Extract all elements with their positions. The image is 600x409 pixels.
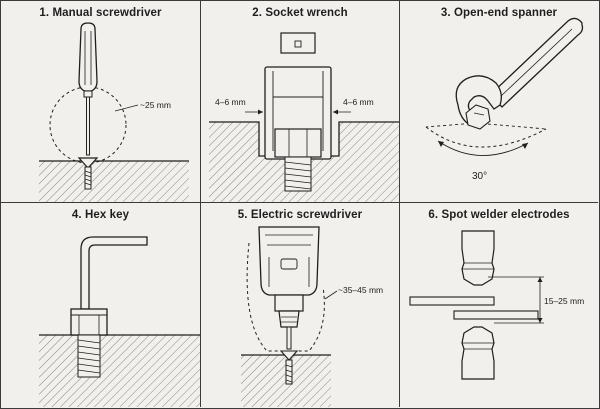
panel-title: 2. Socket wrench <box>201 7 399 19</box>
driver-bit <box>286 326 292 350</box>
hex-key-illustration <box>39 236 200 407</box>
panel-title: 5. Electric screwdriver <box>201 209 399 221</box>
panel-electric-screwdriver: 5. Electric screwdriver <box>201 203 400 407</box>
panel-number: 5. <box>237 209 248 221</box>
panel-title-text: Open-end spanner <box>453 7 558 19</box>
electric-screwdriver-illustration: ~35–45 mm <box>241 226 383 407</box>
workpiece-left-hatch <box>209 122 259 202</box>
dimension-leader <box>114 104 139 112</box>
clearance-circle <box>49 86 127 164</box>
panel-title-text: Spot welder electrodes <box>441 209 570 221</box>
hex-key-body <box>80 236 148 310</box>
trigger-button <box>280 258 298 270</box>
workpiece-right-hatch <box>339 122 399 202</box>
clearance-dimension-label: ~25 mm <box>140 100 171 110</box>
panel-hex-key: 4. Hex key <box>1 203 201 407</box>
left-clearance-label: 4–6 mm <box>215 97 246 107</box>
workpiece-hatch <box>39 161 189 202</box>
open-end-spanner-illustration: 30° <box>425 17 584 182</box>
panel-number: 1. <box>39 7 50 19</box>
bolt-head <box>274 128 322 158</box>
screwdriver-handle <box>78 22 98 92</box>
panel-number: 2. <box>252 7 263 19</box>
lower-electrode <box>461 326 495 380</box>
panel-title: 6. Spot welder electrodes <box>400 209 598 221</box>
panel-open-end-spanner: 3. Open-end spanner 30° <box>400 1 598 203</box>
upper-sheet <box>409 296 495 306</box>
workpiece-hatch <box>39 335 200 407</box>
screwdriver-shaft <box>86 96 90 156</box>
panel-title-text: Socket wrench <box>265 7 348 19</box>
panel-number: 3. <box>440 7 451 19</box>
swing-arc <box>425 126 547 148</box>
gap-dimension-label: 15–25 mm <box>544 296 584 306</box>
swing-angle-label: 30° <box>472 171 487 182</box>
spot-welder-illustration: 15–25 mm <box>409 230 584 380</box>
cap-screw-head <box>70 308 108 336</box>
panel-spot-welder-electrodes: 6. Spot welder electrodes <box>400 203 598 407</box>
screw-shank <box>84 166 92 190</box>
chuck-collar <box>274 294 304 312</box>
hex-nut <box>465 104 491 130</box>
screw-head <box>279 350 299 361</box>
manual-screwdriver-illustration: ~25 mm <box>39 22 189 202</box>
panel-number: 6. <box>428 209 439 221</box>
clearance-dimension-label: ~35–45 mm <box>338 285 383 295</box>
panel-title-text: Electric screwdriver <box>250 209 363 221</box>
panel-title-text: Manual screwdriver <box>52 7 162 19</box>
screw-head <box>77 157 99 169</box>
angle-arc <box>437 140 529 156</box>
socket-wrench-illustration: 4–6 mm 4–6 mm <box>209 32 399 202</box>
lower-sheet <box>453 310 539 320</box>
panel-title-text: Hex key <box>84 209 130 221</box>
panel-socket-wrench: 2. Socket wrench <box>201 1 400 203</box>
panel-title: 3. Open-end spanner <box>400 7 598 19</box>
dimension-leader <box>324 290 338 300</box>
chuck-nose <box>278 310 300 328</box>
panel-title: 4. Hex key <box>1 209 200 221</box>
panel-title: 1. Manual screwdriver <box>1 7 200 19</box>
panel-number: 4. <box>71 209 82 221</box>
right-clearance-label: 4–6 mm <box>343 97 374 107</box>
panel-manual-screwdriver: 1. Manual screwdriver <box>1 1 201 203</box>
